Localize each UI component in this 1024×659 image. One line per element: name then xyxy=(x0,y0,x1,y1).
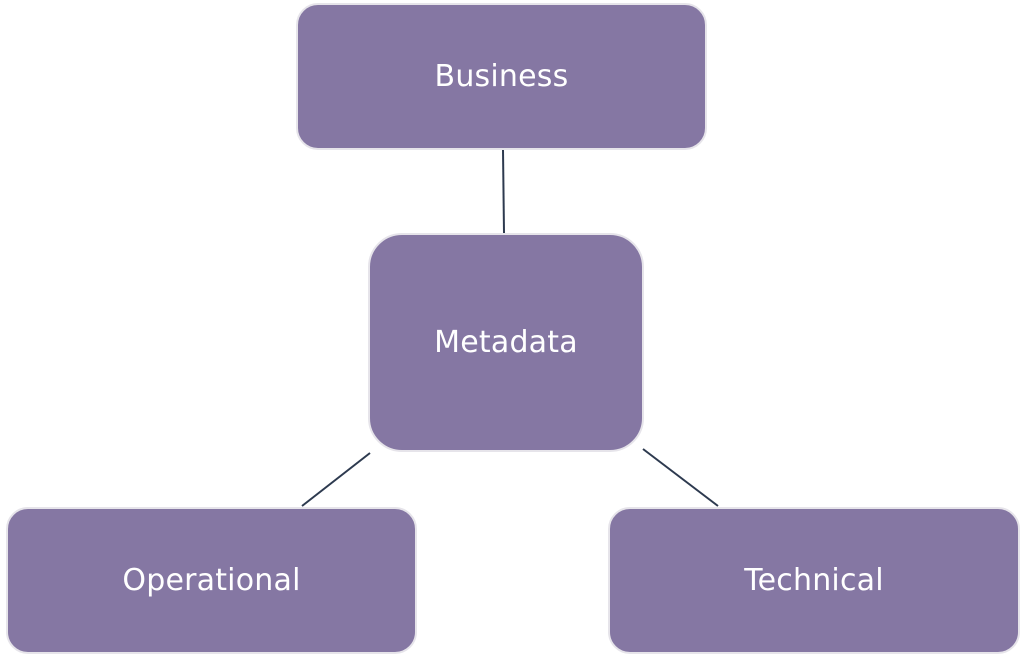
node-business-label: Business xyxy=(434,59,569,94)
edge-metadata-business xyxy=(502,149,505,234)
node-operational: Operational xyxy=(6,507,417,654)
node-technical-label: Technical xyxy=(744,563,884,598)
node-metadata-label: Metadata xyxy=(434,325,578,360)
edge-metadata-operational xyxy=(301,452,371,507)
node-technical: Technical xyxy=(608,507,1020,654)
node-business: Business xyxy=(296,3,707,150)
node-operational-label: Operational xyxy=(122,563,301,598)
edge-metadata-technical xyxy=(642,448,719,507)
node-metadata: Metadata xyxy=(368,233,644,452)
